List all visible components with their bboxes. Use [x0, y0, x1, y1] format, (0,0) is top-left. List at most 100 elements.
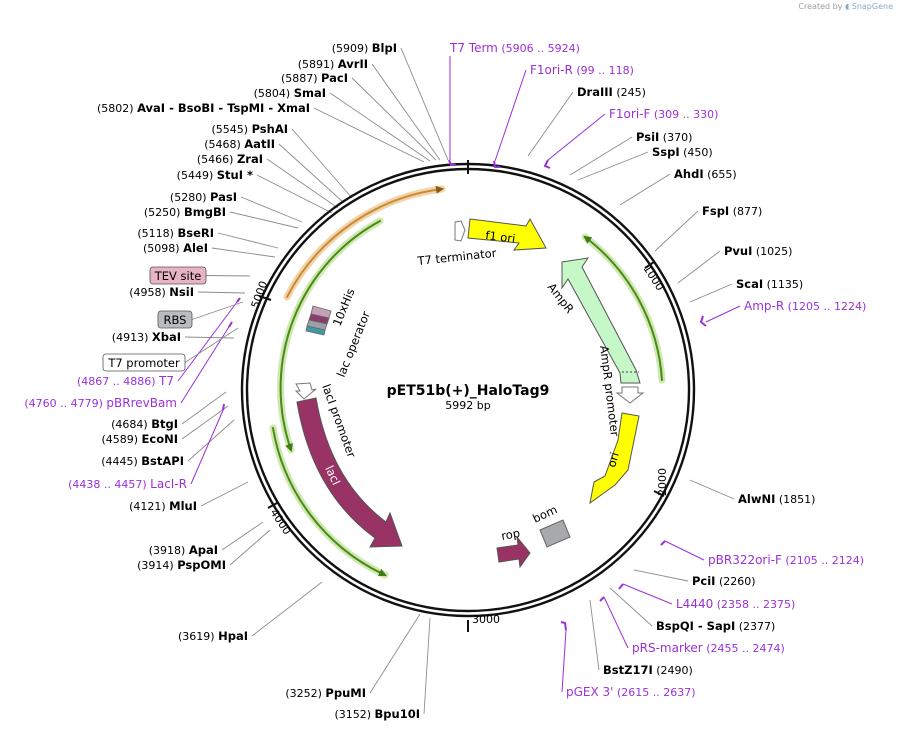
- primer-name: LacI-R: [150, 477, 187, 491]
- enzyme-site-pshai: (5545) PshAI: [211, 122, 288, 136]
- enzyme-label: (5098) AleI: [143, 241, 208, 255]
- enzyme-name: SmaI: [294, 86, 326, 100]
- enzyme-label: (5545) PshAI: [211, 122, 288, 136]
- enzyme-name: Bpu10I: [375, 707, 420, 721]
- primer-position: (4867 .. 4886): [77, 375, 159, 388]
- enzyme-leader: [589, 599, 600, 671]
- enzyme-position: (4445): [101, 455, 141, 468]
- enzyme-site-alwni: AlwNI (1851): [738, 492, 815, 506]
- primer-position: (2455 .. 2474): [703, 642, 785, 655]
- enzyme-label: (3619) HpaI: [178, 629, 248, 643]
- primer-mark-pbrrevbam: [228, 321, 233, 328]
- enzyme-site-ppumi: (3252) PpuMI: [285, 686, 366, 700]
- ori-shape: [589, 412, 640, 505]
- boxed-feature-leader: [184, 327, 239, 363]
- ampr-shape: [561, 257, 641, 384]
- enzyme-site-fspi: FspI (877): [702, 204, 762, 218]
- enzyme-position: (1135): [763, 278, 803, 291]
- enzyme-site-bstapi: (4445) BstAPI: [101, 454, 184, 468]
- enzyme-position: (5280): [170, 191, 210, 204]
- enzyme-name: SspI: [652, 145, 680, 159]
- primer-label: pGEX 3' (2615 .. 2637): [566, 685, 696, 699]
- enzyme-position: (3152): [334, 708, 374, 721]
- primer-mark-t7: [236, 297, 241, 303]
- enzyme-label: SspI (450): [652, 145, 713, 159]
- primer-site-pbrrevbam: (4760 .. 4779) pBRrevBam: [24, 396, 177, 410]
- enzyme-position: (5098): [143, 242, 183, 255]
- primer-leader: [180, 321, 233, 404]
- primer-marks: [222, 159, 707, 631]
- rop-label: rop: [500, 526, 521, 543]
- boxed-feature-box: [157, 310, 193, 329]
- primer-name: F1ori-F: [609, 107, 650, 121]
- tick-label-1000: 1000: [640, 263, 666, 294]
- enzyme-position: (5804): [254, 87, 294, 100]
- primer-position: (5906 .. 5924): [498, 42, 580, 55]
- primer-name: Amp-R: [744, 299, 784, 313]
- primer-mark-f1orif: [543, 159, 551, 169]
- enzyme-site-draiii: DraIII (245): [577, 85, 646, 99]
- enzyme-site-pvui: PvuI (1025): [724, 244, 792, 258]
- enzyme-name: BstZ17I: [603, 663, 653, 677]
- enzyme-position: (5250): [144, 206, 184, 219]
- enzyme-leader: [313, 107, 425, 163]
- boxed-feature-rbs: RBS: [157, 310, 193, 329]
- enzyme-label: AlwNI (1851): [738, 492, 815, 506]
- primer-label: pBR322ori-F (2105 .. 2124): [708, 553, 864, 567]
- primer-position: (2105 .. 2124): [782, 554, 864, 567]
- primer-label: F1ori-R (99 .. 118): [530, 63, 634, 77]
- enzyme-name: PciI: [692, 574, 715, 588]
- bom-shape: [539, 519, 571, 548]
- enzyme-label: PciI (2260): [692, 574, 756, 588]
- primer-site-pbr322ori-f: pBR322ori-F (2105 .. 2124): [708, 553, 864, 567]
- enzyme-position: (3252): [285, 687, 325, 700]
- enzyme-position: (2260): [715, 575, 755, 588]
- plasmid-size: 5992 bp: [445, 399, 490, 412]
- enzyme-label: (4913) XbaI: [112, 330, 181, 344]
- orf-bottom-arc: [272, 427, 387, 577]
- enzyme-name: ZraI: [237, 152, 263, 166]
- enzyme-leader: [200, 481, 249, 507]
- boxed-feature-name: T7 promoter: [107, 356, 180, 370]
- enzyme-name: PsiI: [636, 130, 659, 144]
- enzyme-name: ScaI: [736, 277, 763, 291]
- enzyme-site-ahdi: AhdI (655): [674, 167, 737, 181]
- boxed-feature-t7-promoter: T7 promoter: [102, 353, 186, 372]
- primer-mark-f1orir: [493, 160, 500, 168]
- enzyme-label: FspI (877): [702, 204, 762, 218]
- t7-terminator-shape: [454, 220, 466, 242]
- enzyme-leader: [221, 521, 264, 551]
- enzyme-site-avrii: (5891) AvrII: [298, 57, 368, 71]
- primer-site-t7: (4867 .. 4886) T7: [77, 374, 174, 388]
- primer-position: (1205 .. 1224): [784, 300, 866, 313]
- enzyme-name: ApaI: [189, 543, 218, 557]
- enzyme-position: (5466): [197, 153, 237, 166]
- enzyme-label: (4684) BtgI: [111, 417, 178, 431]
- enzyme-label: (5468) AatII: [204, 137, 275, 151]
- primer-leader: [190, 407, 225, 485]
- orf-right-arc: [583, 235, 663, 381]
- enzyme-name: FspI: [702, 204, 729, 218]
- enzyme-name: AleI: [183, 241, 208, 255]
- primer-position: (2615 .. 2637): [613, 686, 695, 699]
- enzyme-label: (5280) PasI: [170, 190, 237, 204]
- enzyme-leader: [291, 128, 353, 199]
- enzyme-leader: [211, 247, 276, 258]
- primer-site-l4440: L4440 (2358 .. 2375): [676, 597, 795, 611]
- primer-label: (4760 .. 4779) pBRrevBam: [24, 396, 177, 410]
- laci-promoter-shape: [294, 382, 317, 400]
- enzyme-leader: [184, 336, 235, 339]
- enzyme-site-sspi: SspI (450): [652, 145, 713, 159]
- enzyme-leader: [181, 391, 227, 425]
- primer-mark-t7term: [448, 159, 456, 166]
- enzyme-name: PspOMI: [177, 558, 226, 572]
- enzyme-leader: [197, 291, 246, 294]
- enzyme-position: (245): [613, 86, 646, 99]
- enzyme-leader: [577, 151, 649, 181]
- enzyme-leader: [251, 581, 323, 637]
- enzyme-leader: [256, 174, 333, 214]
- enzyme-name: DraIII: [577, 85, 613, 99]
- enzyme-site-btgi: (4684) BtgI: [111, 417, 178, 431]
- plasmid-name: pET51b(+)_HaloTag9: [387, 383, 550, 399]
- enzyme-site-scai: ScaI (1135): [736, 277, 803, 291]
